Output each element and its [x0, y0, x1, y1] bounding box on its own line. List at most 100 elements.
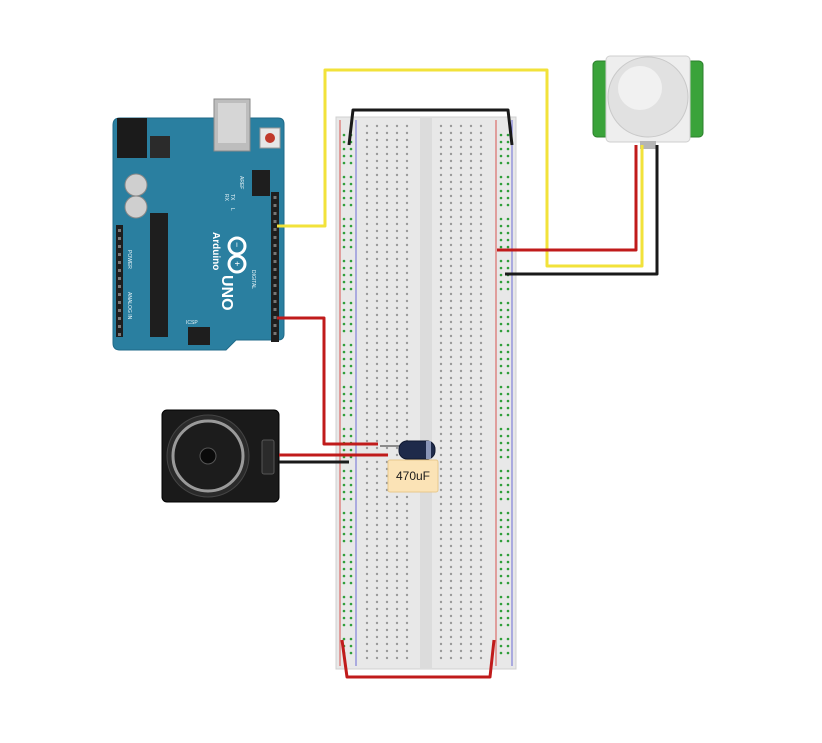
rail-hole: [499, 490, 503, 494]
terminal-hole: [469, 355, 473, 359]
rail-hole: [349, 511, 353, 515]
terminal-hole: [469, 229, 473, 233]
terminal-hole: [375, 138, 379, 142]
header-pin: [273, 292, 277, 295]
terminal-hole: [365, 614, 369, 618]
terminal-hole: [449, 222, 453, 226]
terminal-hole: [365, 208, 369, 212]
pir-connector: [640, 141, 656, 149]
terminal-hole: [479, 460, 483, 464]
rail-hole: [499, 350, 503, 354]
terminal-hole: [469, 236, 473, 240]
terminal-hole: [449, 572, 453, 576]
rail-hole: [506, 406, 510, 410]
rail-hole: [506, 371, 510, 375]
terminal-hole: [385, 586, 389, 590]
terminal-hole: [375, 222, 379, 226]
terminal-hole: [405, 236, 409, 240]
rail-hole: [349, 616, 353, 620]
terminal-hole: [459, 439, 463, 443]
terminal-hole: [459, 551, 463, 555]
rail-hole: [342, 399, 346, 403]
terminal-hole: [365, 278, 369, 282]
terminal-hole: [375, 334, 379, 338]
terminal-hole: [375, 460, 379, 464]
terminal-hole: [439, 425, 443, 429]
terminal-hole: [405, 250, 409, 254]
terminal-hole: [375, 586, 379, 590]
terminal-hole: [469, 453, 473, 457]
terminal-hole: [469, 474, 473, 478]
terminal-hole: [405, 285, 409, 289]
terminal-hole: [375, 544, 379, 548]
header-pin: [273, 260, 277, 263]
rail-hole: [342, 350, 346, 354]
terminal-hole: [469, 131, 473, 135]
terminal-hole: [375, 481, 379, 485]
rail-hole: [499, 245, 503, 249]
terminal-hole: [365, 271, 369, 275]
arduino-l-label: L: [229, 208, 235, 211]
terminal-hole: [365, 502, 369, 506]
header-pin: [118, 277, 121, 280]
rail-hole: [499, 539, 503, 543]
terminal-hole: [375, 271, 379, 275]
header-pin: [118, 261, 121, 264]
terminal-hole: [375, 152, 379, 156]
terminal-hole: [479, 159, 483, 163]
terminal-hole: [375, 523, 379, 527]
terminal-hole: [395, 649, 399, 653]
terminal-hole: [449, 467, 453, 471]
rail-hole: [499, 567, 503, 571]
terminal-hole: [385, 299, 389, 303]
terminal-hole: [385, 236, 389, 240]
terminal-hole: [395, 355, 399, 359]
terminal-hole: [479, 194, 483, 198]
terminal-hole: [385, 194, 389, 198]
terminal-hole: [459, 404, 463, 408]
terminal-hole: [449, 292, 453, 296]
terminal-hole: [385, 418, 389, 422]
terminal-hole: [469, 278, 473, 282]
terminal-hole: [375, 509, 379, 513]
rail-hole: [506, 651, 510, 655]
terminal-hole: [459, 138, 463, 142]
terminal-hole: [365, 642, 369, 646]
terminal-hole: [449, 152, 453, 156]
terminal-hole: [479, 278, 483, 282]
arduino-digital-label: DIGITAL: [250, 270, 256, 289]
terminal-hole: [405, 628, 409, 632]
terminal-hole: [479, 523, 483, 527]
rail-hole: [349, 392, 353, 396]
rail-hole: [499, 602, 503, 606]
terminal-hole: [469, 502, 473, 506]
terminal-hole: [365, 411, 369, 415]
terminal-hole: [395, 516, 399, 520]
terminal-hole: [365, 320, 369, 324]
terminal-hole: [449, 495, 453, 499]
rail-hole: [506, 448, 510, 452]
terminal-hole: [375, 341, 379, 345]
terminal-hole: [459, 250, 463, 254]
terminal-hole: [439, 187, 443, 191]
rail-hole: [349, 259, 353, 263]
rail-hole: [499, 161, 503, 165]
terminal-hole: [385, 124, 389, 128]
terminal-hole: [395, 439, 399, 443]
terminal-hole: [365, 159, 369, 163]
terminal-hole: [385, 320, 389, 324]
terminal-hole: [405, 649, 409, 653]
rail-hole: [499, 140, 503, 144]
terminal-hole: [439, 159, 443, 163]
rail-hole: [342, 329, 346, 333]
terminal-hole: [375, 306, 379, 310]
terminal-hole: [479, 432, 483, 436]
terminal-hole: [449, 425, 453, 429]
terminal-hole: [439, 124, 443, 128]
power-jack: [117, 118, 147, 158]
terminal-hole: [459, 642, 463, 646]
terminal-hole: [449, 579, 453, 583]
terminal-hole: [479, 257, 483, 261]
terminal-hole: [479, 264, 483, 268]
terminal-hole: [479, 453, 483, 457]
